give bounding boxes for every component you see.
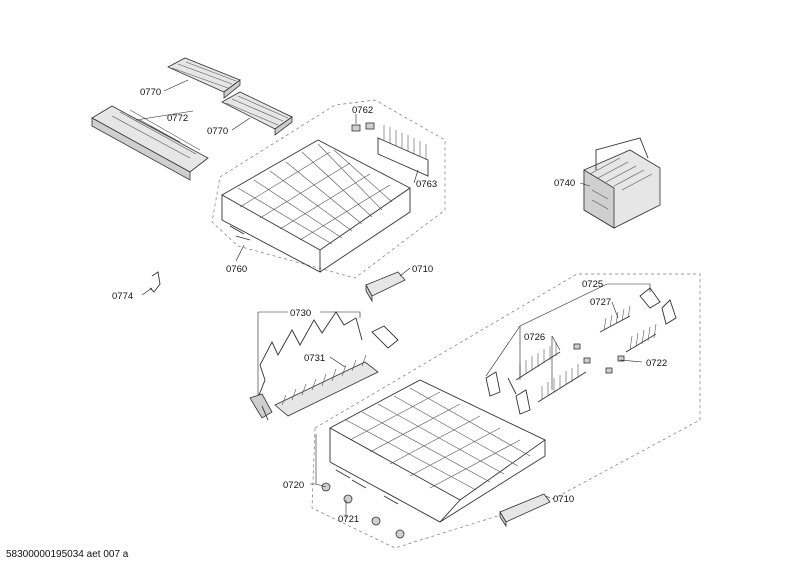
label-0762: 0762 (352, 105, 373, 116)
part-0772-cutlery-drawer[interactable] (91, 105, 209, 181)
part-0740-cutlery-basket[interactable] (583, 137, 661, 229)
document-code: 58300000195034 aet 007 a (6, 549, 129, 560)
label-0731: 0731 (304, 353, 325, 364)
label-0726: 0726 (524, 332, 545, 343)
part-0774-clip[interactable] (149, 271, 161, 293)
part-labels: 0770 0772 0770 0762 0763 0760 0740 0710 … (112, 87, 667, 525)
label-0740: 0740 (554, 178, 575, 189)
label-0760: 0760 (226, 264, 247, 275)
part-0710-handle-lower[interactable] (499, 493, 551, 528)
part-0722-small-parts[interactable] (573, 343, 625, 374)
label-0722: 0722 (646, 358, 667, 369)
label-0725: 0725 (582, 279, 603, 290)
label-0770-bottom: 0770 (207, 126, 228, 137)
label-0770-top: 0770 (140, 87, 161, 98)
part-0770-bottom[interactable] (221, 91, 293, 136)
part-0710-handle-upper[interactable] (365, 271, 406, 303)
part-0720-lower-basket[interactable] (329, 379, 546, 523)
part-0721-wheels[interactable] (321, 482, 405, 539)
part-0760-upper-basket[interactable] (221, 139, 411, 273)
part-0731-tine-row[interactable] (274, 354, 379, 417)
part-0727-fold-tines[interactable] (599, 305, 657, 353)
part-0726-tine-racks[interactable] (507, 342, 587, 403)
part-0763-folding-rack[interactable] (377, 125, 429, 177)
label-0710-lower: 0710 (553, 494, 574, 505)
part-0762-clips[interactable] (351, 122, 375, 132)
part-0730-wire-rack[interactable] (249, 311, 399, 421)
label-0710-upper: 0710 (412, 264, 433, 275)
label-0721: 0721 (338, 514, 359, 525)
label-0730: 0730 (290, 308, 311, 319)
leader-lines (135, 79, 651, 518)
label-0772: 0772 (167, 113, 188, 124)
label-0763: 0763 (416, 179, 437, 190)
part-0725-brackets[interactable] (485, 287, 677, 415)
upper-basket-group-boundary (211, 99, 446, 279)
label-0727: 0727 (590, 297, 611, 308)
lower-basket-group-boundary (311, 273, 701, 549)
label-0720: 0720 (283, 480, 304, 491)
label-0774: 0774 (112, 291, 133, 302)
part-0770-top[interactable] (167, 57, 241, 99)
